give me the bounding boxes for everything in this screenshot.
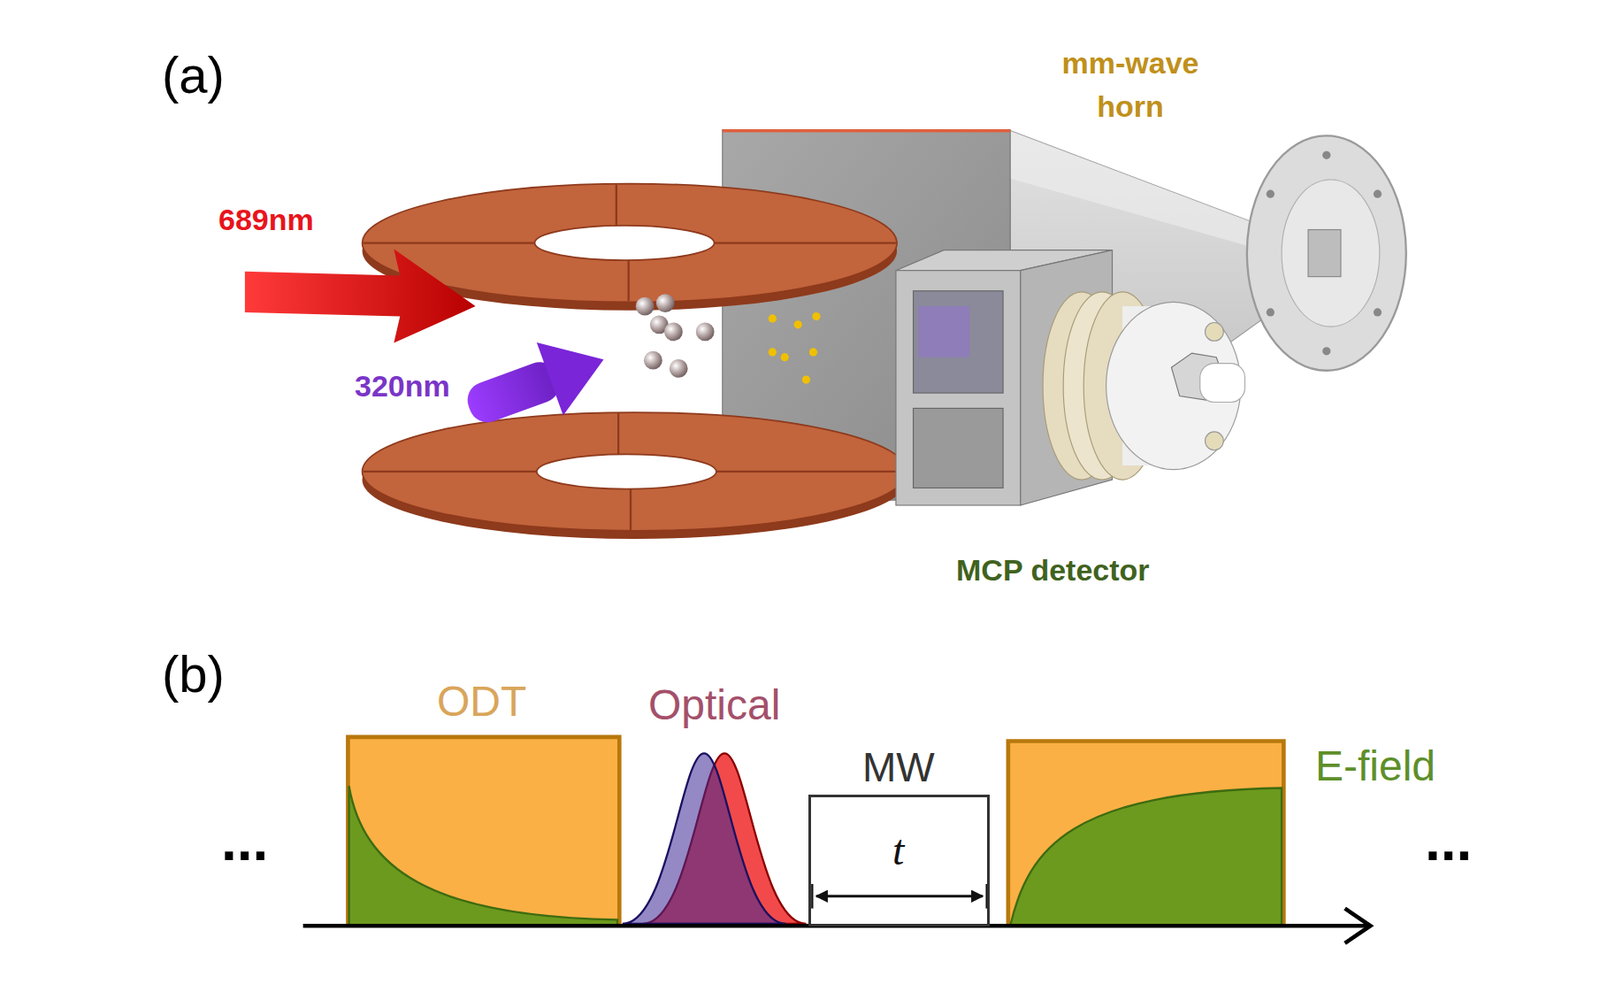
horn-label: mm-wave horn: [1055, 41, 1206, 130]
uv-laser-arrow: [456, 322, 618, 445]
duration-symbol: t: [892, 826, 904, 874]
red-laser-arrow: [244, 248, 476, 343]
duration-box: MWt: [808, 794, 990, 927]
pulse-label: ODT: [436, 675, 527, 728]
panel-label: (a): [161, 44, 225, 107]
box-heading: MW: [862, 744, 935, 790]
ellipsis-mark: ...: [221, 811, 268, 869]
panel-label: (b): [161, 643, 225, 705]
atom-cloud: [635, 293, 715, 378]
pulse-label: Optical: [648, 679, 781, 731]
laser-label: 320nm: [354, 367, 451, 405]
optical-pulses: [622, 752, 807, 924]
ion-dots: [768, 312, 821, 384]
pulse-label: E-field: [1315, 740, 1436, 792]
laser-label: 689nm: [218, 201, 314, 238]
ellipsis-mark: ...: [1424, 811, 1472, 869]
electrode-plate: [362, 412, 908, 539]
mcp-detector: [895, 250, 1246, 506]
odt-pulse: [347, 736, 620, 926]
efield-pulse: [1008, 740, 1284, 926]
mw-duration-arrow: [811, 883, 987, 909]
detector-label: MCP detector: [956, 551, 1150, 589]
